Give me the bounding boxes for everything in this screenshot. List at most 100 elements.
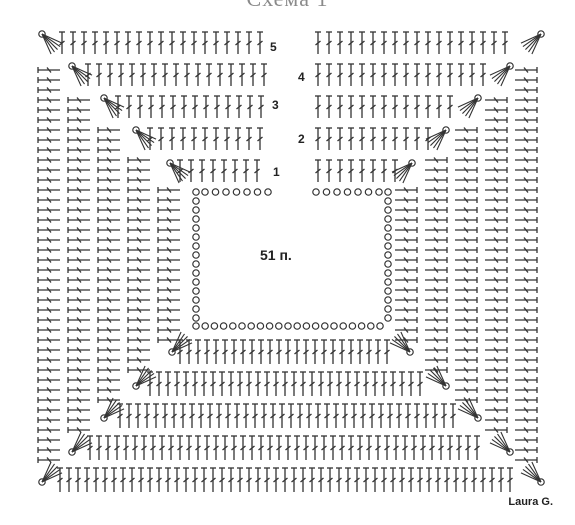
double-crochet-stitch <box>159 435 165 460</box>
double-crochet-stitch <box>387 403 393 428</box>
chain-stitch <box>192 197 200 205</box>
corner-fan-line <box>531 33 542 55</box>
chain-stitch <box>376 322 384 330</box>
double-crochet-stitch <box>403 127 409 150</box>
double-crochet-stitch <box>318 371 324 396</box>
corner-fan-line <box>402 162 413 184</box>
double-crochet-stitch <box>67 327 90 333</box>
chain-stitch <box>284 322 292 330</box>
corner-fan-line <box>491 439 511 453</box>
double-crochet-stitch <box>67 207 90 213</box>
double-crochet-stitch <box>359 63 365 86</box>
double-crochet-stitch <box>378 403 384 428</box>
double-crochet-stitch <box>37 337 60 343</box>
double-crochet-stitch <box>399 467 405 492</box>
corner-fan-line <box>520 33 542 44</box>
double-crochet-stitch <box>425 337 448 343</box>
double-crochet-stitch <box>425 197 448 203</box>
double-crochet-stitch <box>37 157 60 163</box>
chain-stitch <box>201 322 210 330</box>
chain-stitch <box>132 382 140 390</box>
corner-fan-line <box>522 33 542 47</box>
double-crochet-stitch <box>264 371 270 396</box>
double-crochet-stitch <box>255 371 261 396</box>
chain-stitch <box>384 242 392 250</box>
double-crochet-stitch <box>370 127 376 150</box>
double-crochet-stitch <box>372 467 378 492</box>
double-crochet-stitch <box>240 339 246 364</box>
double-crochet-stitch <box>157 327 180 333</box>
double-crochet-stitch <box>360 403 366 428</box>
double-crochet-stitch <box>485 277 508 283</box>
chain-stitch <box>68 62 76 70</box>
double-crochet-stitch <box>67 387 90 393</box>
double-crochet-stitch <box>337 159 343 182</box>
double-crochet-stitch <box>395 227 418 233</box>
double-crochet-stitch <box>37 377 60 383</box>
chain-stitch <box>384 251 392 259</box>
corner-fan-line <box>436 365 447 387</box>
double-crochet-stitch <box>515 417 538 423</box>
double-crochet-stitch <box>425 307 448 313</box>
double-crochet-stitch <box>246 127 252 150</box>
chain-stitch <box>192 215 200 223</box>
double-crochet-stitch <box>348 159 354 182</box>
chain-stitch <box>238 322 246 330</box>
corner-fan-line <box>497 433 511 453</box>
double-crochet-stitch <box>150 435 156 460</box>
double-crochet-stitch <box>453 467 459 492</box>
double-crochet-stitch <box>144 403 150 428</box>
double-crochet-stitch <box>137 95 143 118</box>
double-crochet-stitch <box>306 403 312 428</box>
corner-fan-line <box>103 399 117 419</box>
double-crochet-stitch <box>67 177 90 183</box>
double-crochet-stitch <box>37 317 60 323</box>
double-crochet-stitch <box>37 427 60 433</box>
double-crochet-stitch <box>515 447 538 453</box>
double-crochet-stitch <box>127 257 150 263</box>
double-crochet-stitch <box>395 197 418 203</box>
corner-fan-line <box>171 339 191 353</box>
double-crochet-stitch <box>67 427 90 433</box>
chain-stitch <box>192 314 200 322</box>
chain-stitch <box>537 478 545 486</box>
double-crochet-stitch <box>469 31 475 54</box>
double-crochet-stitch <box>37 217 60 223</box>
double-crochet-stitch <box>485 207 508 213</box>
double-crochet-stitch <box>326 127 332 150</box>
double-crochet-stitch <box>435 467 441 492</box>
double-crochet-stitch <box>318 467 324 492</box>
corner-fan-line <box>71 439 91 453</box>
corner-fan-line <box>399 162 413 182</box>
double-crochet-stitch <box>37 407 60 413</box>
double-crochet-stitch <box>485 317 508 323</box>
double-crochet-stitch <box>111 467 117 492</box>
double-crochet-stitch <box>37 137 60 143</box>
double-crochet-stitch <box>480 31 486 54</box>
chain-stitch <box>322 188 331 196</box>
double-crochet-stitch <box>192 371 198 396</box>
corner-fan-line <box>41 466 58 483</box>
double-crochet-stitch <box>515 87 538 93</box>
chain-stitch <box>302 322 311 330</box>
double-crochet-stitch <box>485 427 508 433</box>
double-crochet-stitch <box>168 435 174 460</box>
corner-fan-line <box>135 376 157 387</box>
double-crochet-stitch <box>455 127 478 133</box>
double-crochet-stitch <box>195 339 201 364</box>
double-crochet-stitch <box>276 339 282 364</box>
double-crochet-stitch <box>348 31 354 54</box>
double-crochet-stitch <box>228 63 234 86</box>
chain-stitch <box>442 382 450 390</box>
double-crochet-stitch <box>102 467 108 492</box>
double-crochet-stitch <box>485 337 508 343</box>
double-crochet-stitch <box>37 297 60 303</box>
double-crochet-stitch <box>267 435 273 460</box>
double-crochet-stitch <box>158 127 164 150</box>
double-crochet-stitch <box>425 227 448 233</box>
double-crochet-stitch <box>515 287 538 293</box>
double-crochet-stitch <box>515 267 538 273</box>
double-crochet-stitch <box>515 247 538 253</box>
double-crochet-stitch <box>126 403 132 428</box>
double-crochet-stitch <box>515 197 538 203</box>
